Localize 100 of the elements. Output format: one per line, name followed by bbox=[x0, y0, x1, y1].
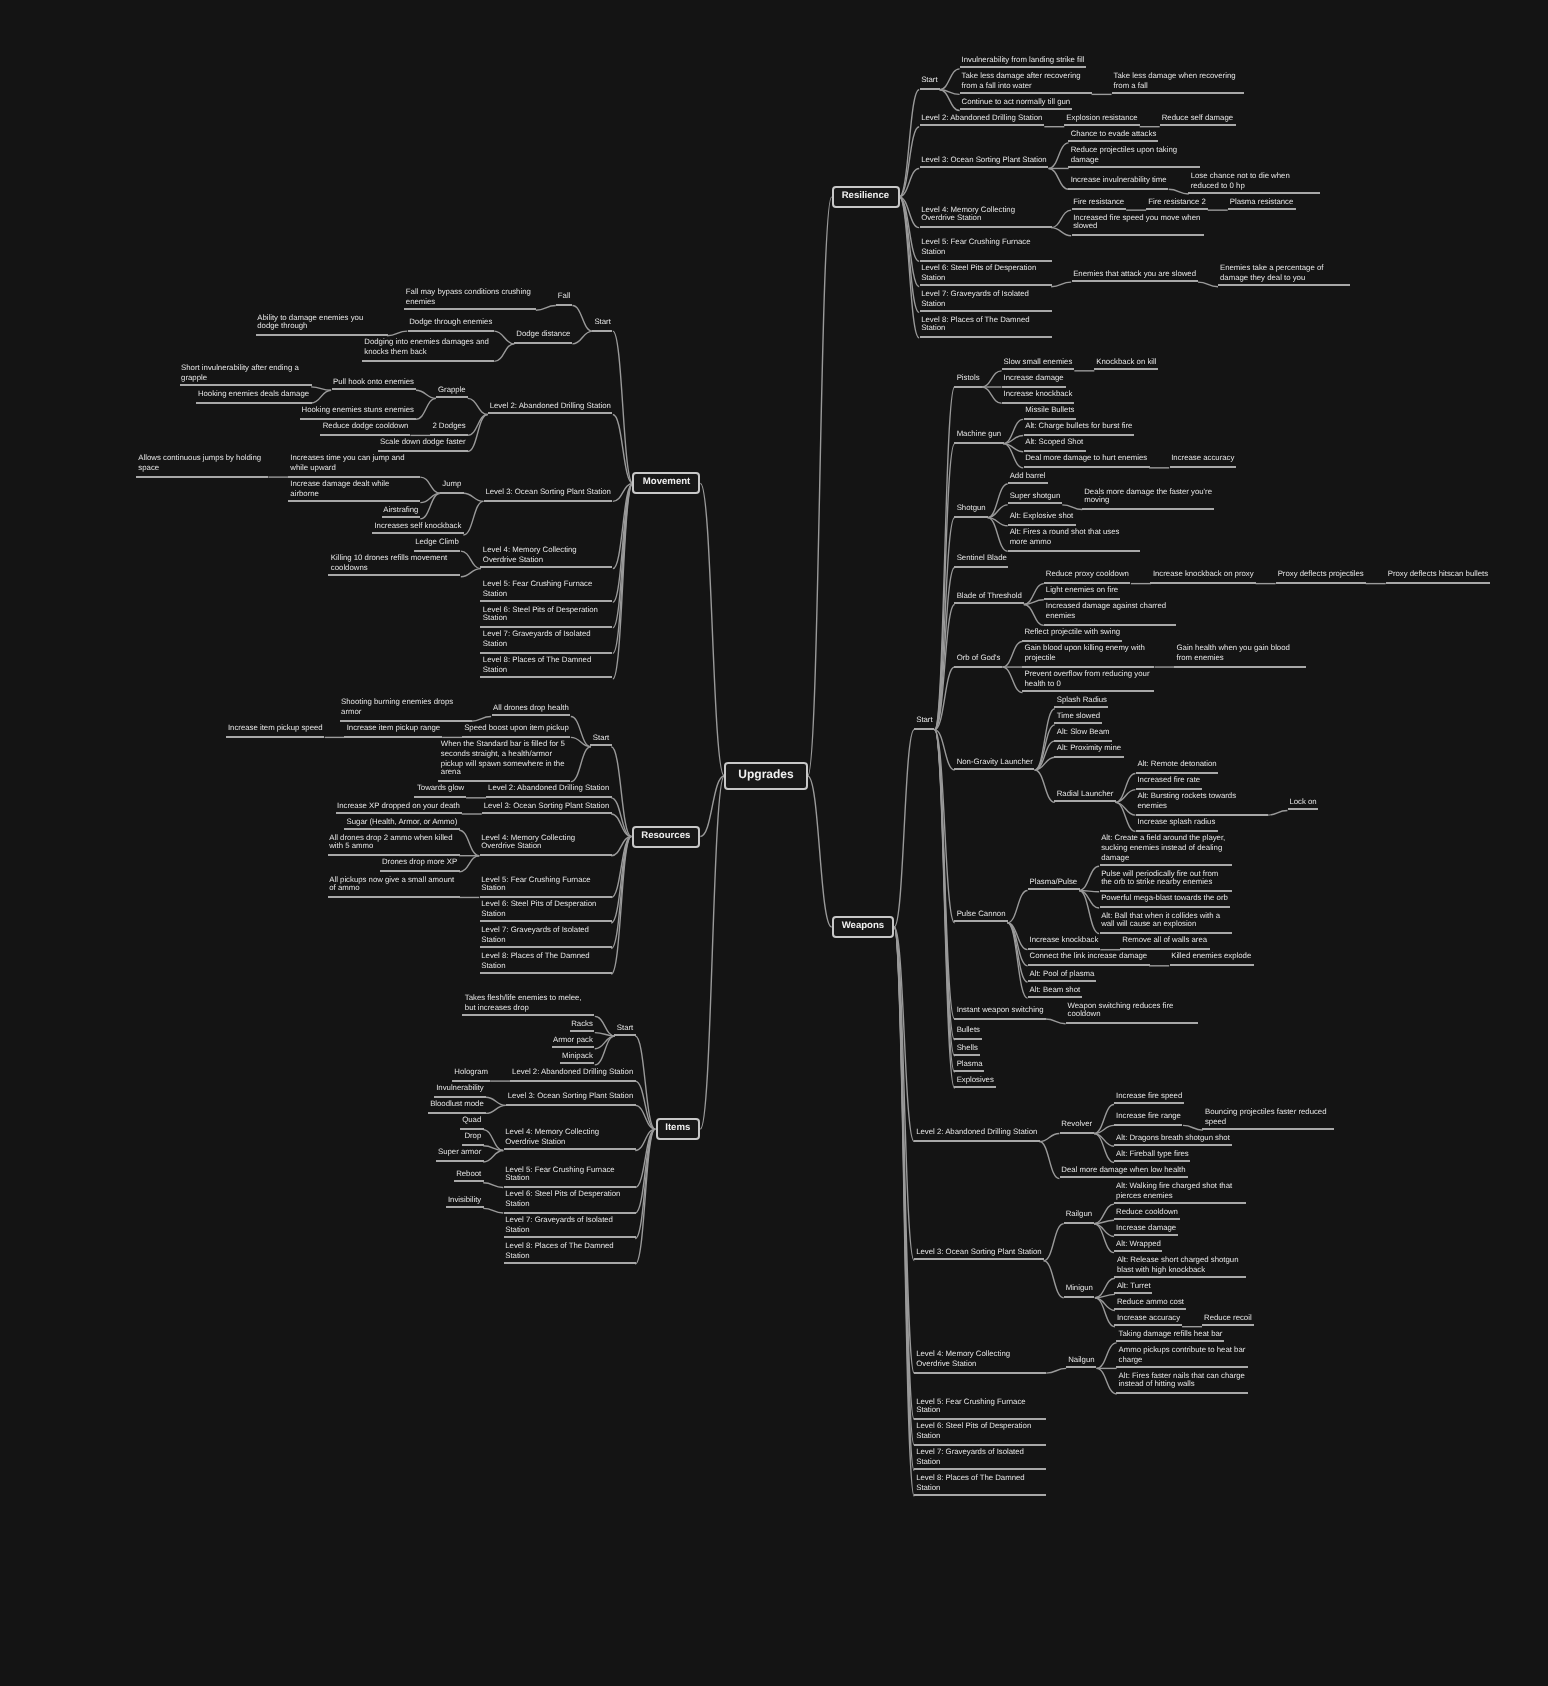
connector-line bbox=[1207, 209, 1229, 211]
connector-line bbox=[898, 196, 920, 262]
connector-line bbox=[460, 567, 482, 578]
connector-line bbox=[1043, 126, 1065, 128]
connector-line bbox=[898, 196, 920, 229]
connector-line bbox=[458, 829, 480, 857]
connector-line bbox=[570, 715, 592, 748]
connector-line bbox=[1006, 922, 1029, 999]
connector-line bbox=[1044, 1018, 1067, 1025]
connector-line bbox=[489, 1080, 511, 1082]
connector-line bbox=[1023, 582, 1045, 606]
connector-line bbox=[898, 126, 920, 198]
connector-line bbox=[493, 343, 515, 363]
connector-line bbox=[441, 736, 463, 739]
connector-line bbox=[1093, 1132, 1115, 1147]
connector-line bbox=[933, 603, 956, 731]
connector-line bbox=[933, 728, 956, 924]
connector-line bbox=[267, 476, 290, 478]
connector-line bbox=[470, 715, 492, 722]
connector-line bbox=[893, 926, 915, 1143]
connector-line bbox=[1093, 1132, 1115, 1164]
connector-line bbox=[1002, 434, 1024, 445]
connector-line bbox=[1078, 889, 1100, 909]
connector-line bbox=[1050, 281, 1072, 288]
connector-line bbox=[1365, 582, 1387, 585]
connector-line bbox=[1094, 1297, 1116, 1312]
connector-line bbox=[612, 482, 634, 503]
connector-line bbox=[1093, 1223, 1115, 1254]
connector-line bbox=[1093, 1223, 1115, 1238]
connector-line bbox=[1078, 889, 1100, 935]
connector-line bbox=[610, 835, 632, 975]
connector-line bbox=[1047, 167, 1070, 170]
connector-line bbox=[612, 482, 634, 570]
connector-line bbox=[699, 775, 725, 838]
connector-line bbox=[1148, 467, 1170, 469]
connector-line bbox=[594, 1015, 616, 1037]
connector-line bbox=[1093, 1219, 1115, 1225]
connector-line bbox=[938, 89, 961, 112]
connector-line bbox=[1001, 666, 1024, 694]
connector-line bbox=[699, 775, 725, 1130]
connector-line bbox=[634, 1128, 656, 1189]
connector-line bbox=[571, 330, 594, 345]
connector-line bbox=[1094, 1277, 1116, 1299]
connector-line bbox=[1050, 226, 1072, 237]
connector-line bbox=[610, 746, 632, 838]
connector-line bbox=[1047, 142, 1070, 170]
connector-line bbox=[1034, 740, 1056, 771]
connector-line bbox=[1182, 1124, 1204, 1131]
connector-line bbox=[1125, 209, 1147, 211]
connector-line bbox=[462, 500, 485, 536]
connector-line bbox=[1038, 1140, 1061, 1180]
connector-line bbox=[458, 896, 480, 899]
connector-line bbox=[570, 736, 592, 748]
connector-line bbox=[1095, 1367, 1118, 1395]
connector-line bbox=[1002, 442, 1024, 453]
connector-line bbox=[610, 835, 632, 857]
connector-line bbox=[1002, 418, 1024, 445]
connector-line bbox=[324, 736, 346, 739]
connector-line bbox=[1047, 167, 1070, 190]
connector-line bbox=[986, 483, 1009, 519]
connector-line bbox=[933, 516, 956, 731]
connector-line bbox=[1034, 756, 1056, 771]
connector-line bbox=[594, 1035, 616, 1066]
connector-line bbox=[986, 516, 1009, 552]
connector-line bbox=[1061, 504, 1083, 511]
connector-line bbox=[610, 813, 632, 838]
connector-line bbox=[310, 386, 332, 391]
connector-line bbox=[933, 728, 956, 771]
connector-line bbox=[467, 413, 489, 453]
connector-line bbox=[933, 442, 956, 731]
connector-line bbox=[1078, 889, 1100, 893]
connector-line bbox=[1114, 801, 1137, 832]
connector-line bbox=[1181, 1326, 1203, 1328]
connector-line bbox=[893, 728, 915, 928]
connector-line bbox=[465, 797, 487, 799]
connector-line bbox=[1153, 666, 1176, 668]
connector-line bbox=[1114, 788, 1137, 804]
connector-line bbox=[1050, 209, 1072, 229]
connector-line bbox=[634, 1080, 656, 1130]
connector-line bbox=[1023, 599, 1045, 606]
connector-line bbox=[1114, 801, 1137, 816]
connector-line bbox=[1042, 1223, 1065, 1262]
connector-line bbox=[1038, 1132, 1061, 1143]
connector-line bbox=[1078, 865, 1100, 892]
connector-line bbox=[1095, 1367, 1118, 1370]
connector-line bbox=[610, 797, 632, 838]
connector-line bbox=[461, 813, 483, 815]
connector-line bbox=[482, 1149, 504, 1163]
connector-line bbox=[570, 746, 592, 783]
connector-line bbox=[485, 1104, 507, 1115]
connector-line bbox=[898, 196, 920, 288]
connector-line bbox=[1114, 772, 1137, 804]
connector-line bbox=[462, 492, 485, 503]
connector-line bbox=[594, 1031, 616, 1037]
connector-line bbox=[415, 397, 437, 420]
connector-line bbox=[594, 1035, 616, 1050]
connector-line bbox=[409, 434, 432, 437]
connector-line bbox=[1042, 1260, 1065, 1299]
connector-line bbox=[898, 196, 920, 339]
connector-line bbox=[1006, 922, 1029, 983]
